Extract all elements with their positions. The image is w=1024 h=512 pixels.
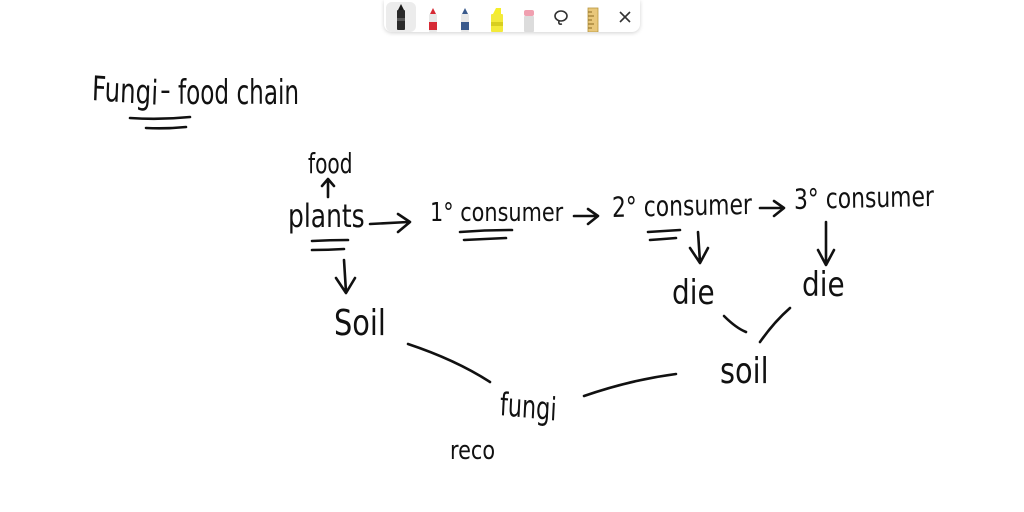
- lasso-tool[interactable]: [550, 2, 572, 32]
- secondary-underline-1: [646, 228, 682, 234]
- blue-pen-icon: [461, 8, 469, 32]
- title-fungi: Fungi: [91, 69, 159, 114]
- red-pen-icon: [429, 8, 437, 32]
- label-soil-right: soil: [720, 351, 769, 392]
- title-food-chain: food chain: [178, 73, 300, 113]
- red-pen-tool[interactable]: [422, 2, 444, 32]
- black-pen-icon: [397, 4, 405, 30]
- line-fungi-soil-right: [582, 372, 678, 398]
- label-soil-left: Soil: [334, 303, 386, 344]
- secondary-underline-2: [648, 236, 678, 242]
- arrow-plants-primary-icon: [368, 212, 412, 234]
- label-primary-consumer: 1° consumer: [430, 198, 564, 228]
- close-icon: [619, 11, 631, 23]
- label-tertiary-consumer: 3° consumer: [793, 179, 935, 216]
- arrow-primary-secondary-icon: [572, 207, 600, 226]
- line-die-left-soil: [722, 314, 748, 334]
- close-tool[interactable]: [614, 2, 636, 32]
- plants-underline-1: [310, 238, 350, 243]
- highlighter-icon: [491, 8, 503, 32]
- arrow-plants-soil-icon: [334, 258, 357, 295]
- plants-underline-2: [310, 247, 346, 252]
- primary-underline-2: [462, 236, 508, 242]
- ruler-tool[interactable]: [582, 2, 604, 32]
- title-dash: -: [160, 73, 171, 108]
- arrow-secondary-tertiary-icon: [758, 199, 786, 218]
- drawing-toolbar: [384, 0, 640, 32]
- title-underline-2: [144, 125, 188, 130]
- yellow-highlighter-tool[interactable]: [486, 2, 508, 32]
- label-die-right: die: [802, 265, 845, 305]
- label-food: food: [308, 147, 353, 180]
- black-pen-tool[interactable]: [386, 2, 416, 32]
- label-reco: reco: [450, 436, 496, 466]
- arrow-secondary-die-icon: [688, 230, 710, 265]
- label-plants: plants: [288, 197, 365, 235]
- arrow-tertiary-die-icon: [816, 220, 836, 267]
- eraser-tool[interactable]: [518, 2, 540, 32]
- eraser-icon: [524, 10, 534, 32]
- primary-underline-1: [458, 228, 514, 234]
- lasso-icon: [554, 10, 568, 25]
- blue-pen-tool[interactable]: [454, 2, 476, 32]
- line-soil-left-fungi: [406, 342, 492, 384]
- title-underline-1: [128, 115, 192, 121]
- line-die-right-soil: [758, 306, 792, 344]
- label-secondary-consumer: 2° consumer: [611, 187, 753, 224]
- food-arrow-icon: [320, 177, 336, 199]
- label-die-left: die: [672, 273, 715, 313]
- label-fungi: fungi: [499, 385, 558, 429]
- ruler-icon: [587, 7, 599, 32]
